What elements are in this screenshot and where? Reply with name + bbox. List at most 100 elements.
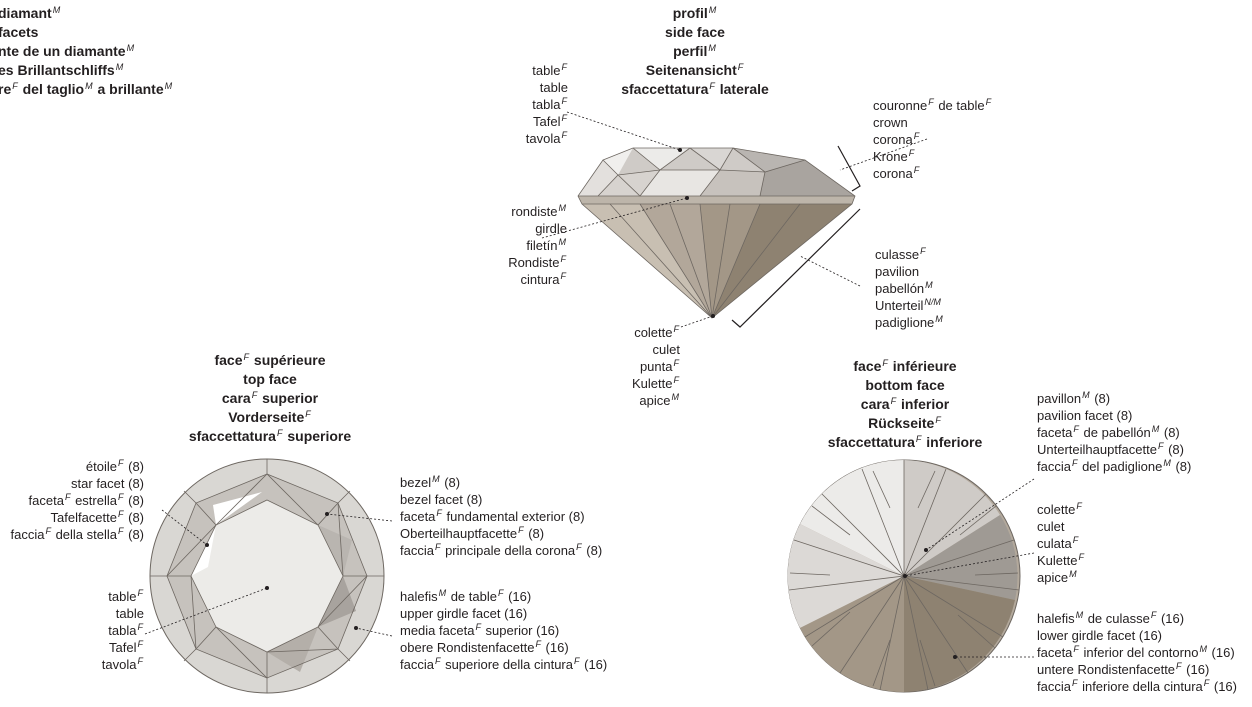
term-text: (8) (440, 475, 461, 490)
gender-mark: F (118, 492, 124, 502)
label-line: es BrillantschliffsM (0, 61, 173, 80)
term-text: apice (639, 393, 671, 408)
term-text: profil (672, 5, 708, 21)
term-text: Unterteil (875, 298, 924, 313)
gender-mark: F (1072, 535, 1079, 545)
label-line: OberteilhauptfacetteF (8) (400, 525, 602, 542)
gender-mark: F (1203, 678, 1210, 688)
label-line: obere RondistenfacetteF (16) (400, 639, 607, 656)
term-text: table (532, 63, 561, 78)
term-text: table (108, 589, 137, 604)
term-text: girdle (535, 221, 567, 236)
label-line: sfaccettaturaF inferiore (805, 433, 1005, 452)
term-text: (8) (124, 510, 144, 525)
gender-mark: M (558, 203, 567, 213)
term-text: faccia (400, 657, 434, 672)
term-text: re (0, 81, 12, 97)
term-text: Unterteilhauptfacette (1037, 442, 1157, 457)
term-text: (8) (1164, 442, 1184, 457)
gender-mark: M (85, 81, 93, 91)
label-line: bezel facet (8) (400, 491, 602, 508)
label-line: coletteF (1037, 501, 1085, 518)
term-text: de pabellón (1079, 425, 1151, 440)
term-text: culasse (875, 247, 920, 262)
label-line: padiglioneM (875, 314, 944, 331)
term-text: Oberteilhauptfacette (400, 526, 518, 541)
label-line: bezelM (8) (400, 474, 602, 491)
term-text: colette (634, 325, 673, 340)
label-line: tableF (480, 62, 568, 79)
term-text: es Brillantschliffs (0, 62, 115, 78)
term-text: side face (665, 24, 725, 40)
gender-mark: F (1150, 610, 1157, 620)
term-text: (8) (124, 459, 144, 474)
label-line: facetaF estrellaF (8) (4, 492, 144, 509)
term-text: faccia (10, 527, 45, 542)
term-text: Vorderseite (228, 409, 305, 425)
crown-bracket (837, 145, 861, 192)
gender-mark: F (276, 428, 283, 438)
label-line: table (480, 79, 568, 96)
label-line: reF del taglioM a brillanteM (0, 80, 173, 99)
term-text: tavola (525, 131, 561, 146)
gender-mark: M (1082, 390, 1090, 400)
gender-mark: M (708, 5, 717, 15)
term-text: apice (1037, 570, 1069, 585)
term-text: Tafel (533, 114, 561, 129)
gender-mark: M (52, 5, 61, 15)
term-text: Tafel (109, 640, 137, 655)
term-text: lower girdle facet (16) (1037, 628, 1162, 643)
term-text: (16) (504, 589, 532, 604)
pavilion-bracket (731, 208, 861, 328)
term-text: Tafelfacette (50, 510, 118, 525)
term-text: faceta (1037, 645, 1073, 660)
term-text: inferior del contorno (1079, 645, 1199, 660)
term-text: bottom face (865, 377, 945, 393)
gender-mark: M (1069, 569, 1077, 579)
term-text: rondiste (511, 204, 558, 219)
gender-mark: F (561, 62, 568, 72)
term-text: laterale (715, 81, 769, 97)
label-line: bottom face (805, 376, 1005, 395)
gender-mark: M (1163, 458, 1171, 468)
gender-mark: F (1071, 678, 1078, 688)
term-text: inférieure (888, 358, 957, 374)
label-line: pavillonM (8) (1037, 390, 1191, 407)
label-line: sfaccettaturaF superiore (170, 427, 370, 446)
gender-mark: F (436, 508, 442, 518)
term-text: faccia (1037, 459, 1071, 474)
label-line: tavolaF (60, 656, 144, 673)
leader-lines (144, 111, 1035, 658)
label-line: culet (590, 341, 680, 358)
term-text: (8) (524, 526, 545, 541)
label-line: étoileF (8) (4, 458, 144, 475)
term-text: inferior (897, 396, 950, 412)
gender-mark: M (671, 392, 680, 402)
gender-mark: M (708, 43, 716, 53)
label-line: coletteF (590, 324, 680, 341)
label-line: UnterteilhauptfacetteF (8) (1037, 441, 1191, 458)
gender-mark: F (1073, 644, 1079, 654)
term-text: table (115, 606, 144, 621)
term-text: sfaccettatura (188, 428, 276, 444)
gender-mark: F (560, 254, 567, 264)
label-line: table (60, 605, 144, 622)
label-line: media facetaF superior (16) (400, 622, 607, 639)
label-line: top face (170, 370, 370, 389)
term-text: culet (1037, 519, 1065, 534)
gender-mark: F (45, 526, 51, 536)
leader-dots (205, 148, 957, 659)
gender-mark: F (497, 588, 504, 598)
gender-mark: F (305, 409, 311, 419)
term-text: superior (16) (481, 623, 560, 638)
term-text: colette (1037, 502, 1076, 517)
term-text: del padiglione (1078, 459, 1163, 474)
gender-mark: F (913, 131, 920, 141)
label-line: perfilM (605, 42, 785, 61)
gender-mark: F (137, 622, 144, 632)
label-line: apiceM (590, 392, 680, 409)
